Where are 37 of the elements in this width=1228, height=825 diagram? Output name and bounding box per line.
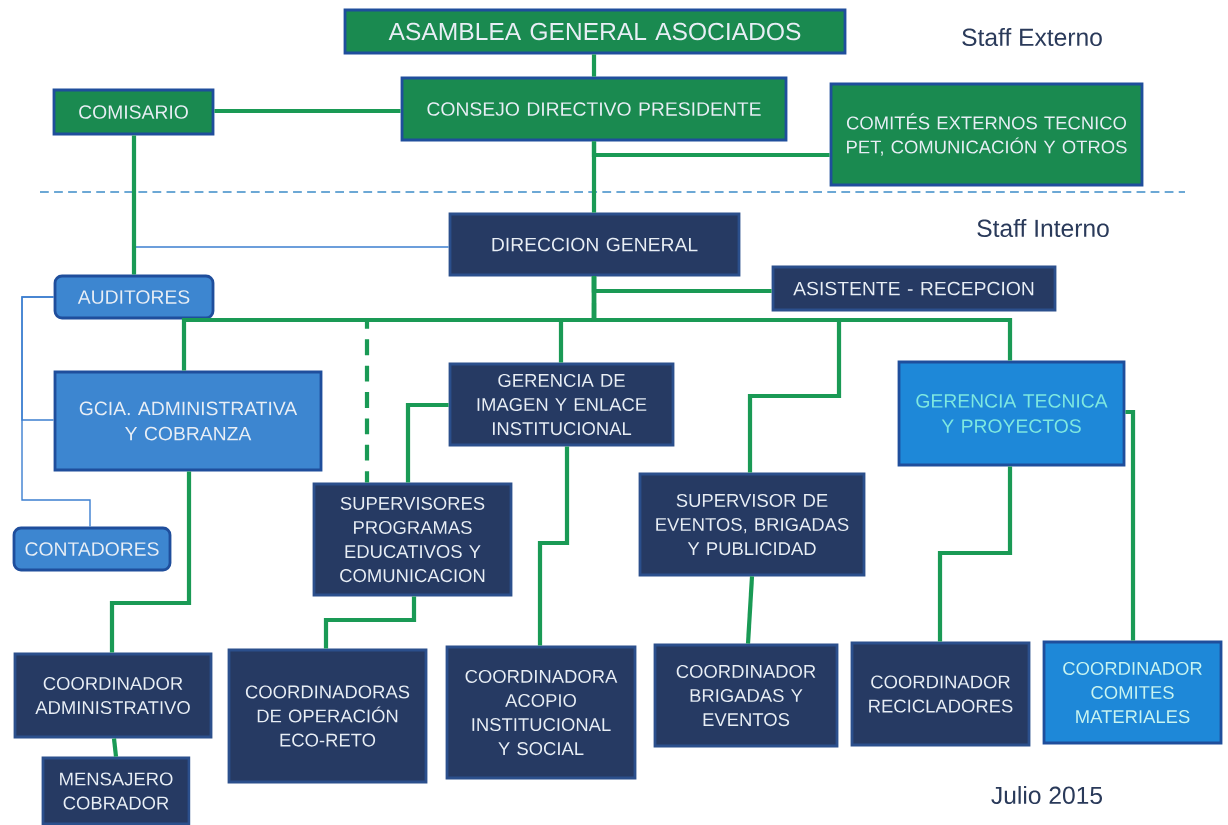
position-box: ASAMBLEA GENERAL ASOCIADOS: [343, 8, 847, 55]
connector-line: [405, 402, 449, 483]
position-box: GERENCIA DE IMAGEN Y ENLACE INSTITUCIONAL: [448, 362, 675, 447]
section-label: Staff Interno: [977, 219, 1109, 238]
position-box: CONSEJO DIRECTIVO PRESIDENTE: [400, 76, 788, 142]
position-box: COORDINADOR COMITES MATERIALES: [1042, 640, 1223, 745]
connector-line: [111, 738, 119, 757]
connector-line: [591, 141, 597, 213]
position-box: AUDITORES: [53, 274, 215, 320]
section-label: Julio 2015: [991, 785, 1102, 805]
connector-line: [214, 108, 401, 114]
position-box: COORDINADORAS DE OPERACIÓN ECO-RETO: [227, 648, 428, 784]
position-box: DIRECCION GENERAL: [448, 212, 741, 277]
connector-line: [591, 54, 597, 77]
connector-line: [323, 596, 417, 649]
position-box: SUPERVISORES PROGRAMAS EDUCATIVOS Y COMUNICACION: [312, 482, 513, 597]
position-box: COORDINADOR ADMINISTRATIVO: [13, 652, 213, 739]
section-label: Staff Externo: [962, 28, 1102, 47]
position-box: SUPERVISOR DE EVENTOS, BRIGADAS Y PUBLICIDAD: [638, 472, 866, 577]
connector-line: [1125, 409, 1136, 641]
position-box: ASISTENTE - RECEPCION: [771, 265, 1057, 312]
position-box: MENSAJERO COBRADOR: [41, 756, 191, 825]
position-box: GCIA. ADMINISTRATIVA Y COBRANZA: [53, 370, 323, 472]
position-box: CONTADORES: [12, 526, 172, 572]
position-box: COORDINADOR RECICLADORES: [850, 641, 1031, 747]
position-box: COMISARIO: [52, 88, 215, 136]
connector-line: [537, 446, 570, 646]
connector-line: [131, 135, 137, 275]
position-box: COORDINADOR BRIGADAS Y EVENTOS: [653, 643, 839, 748]
connector-line: [591, 276, 1013, 361]
connector-line: [745, 576, 755, 644]
connector-line: [109, 471, 192, 653]
position-box: COORDINADORA ACOPIO INSTITUCIONAL Y SOCIAL: [445, 645, 637, 780]
connector-line: [21, 296, 91, 528]
connector-line: [937, 466, 1013, 642]
position-box: GERENCIA TECNICA Y PROYECTOS: [897, 360, 1126, 467]
position-box: COMITÉS EXTERNOS TECNICO PET, COMUNICACIÓN Y OTROS: [829, 82, 1144, 187]
